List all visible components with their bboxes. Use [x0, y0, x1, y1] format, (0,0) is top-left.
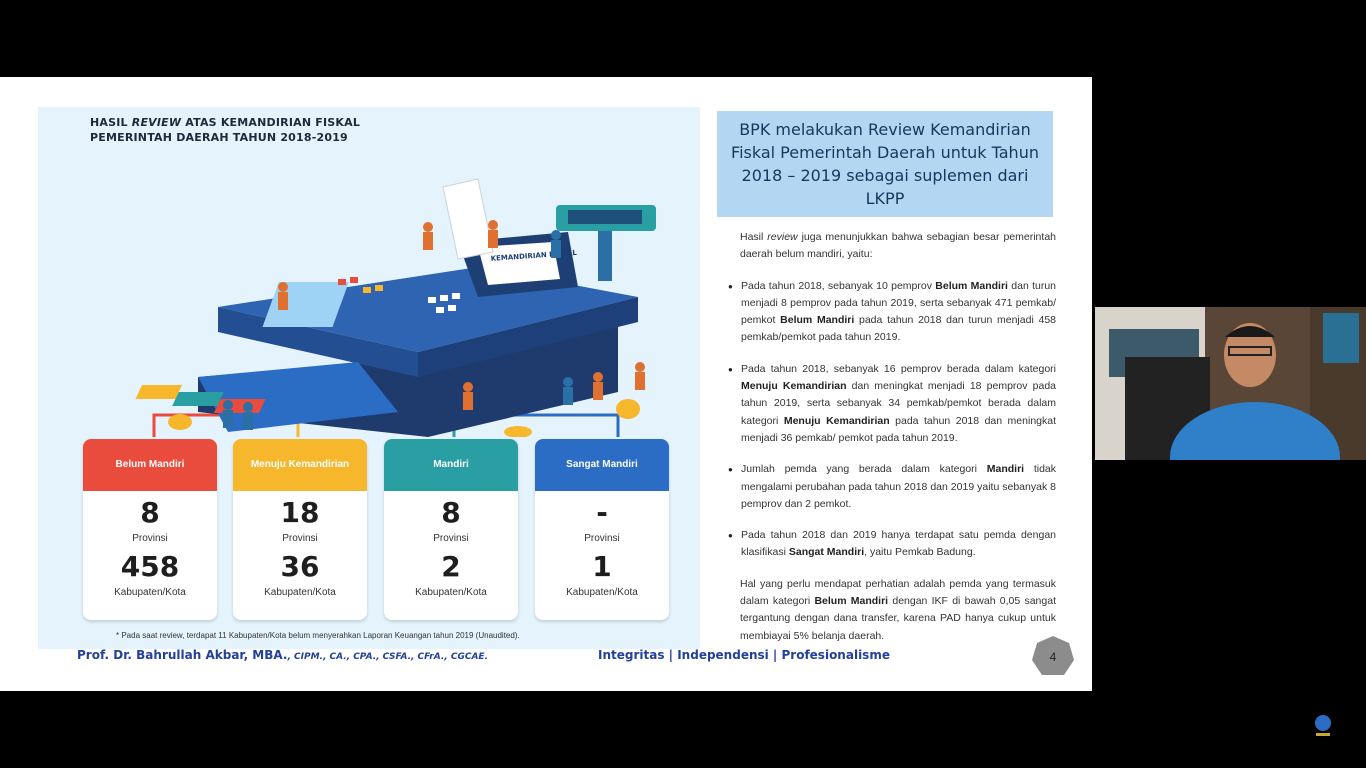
bpk-logo-icon: [1308, 711, 1338, 741]
card-body: 18 Provinsi 36 Kabupaten/Kota: [233, 495, 367, 620]
card-body: 8 Provinsi 458 Kabupaten/Kota: [83, 495, 217, 620]
infographic-footnote: * Pada saat review, terdapat 11 Kabupate…: [116, 631, 520, 640]
page-number: 4: [1049, 650, 1057, 664]
kabkota-count: 2: [441, 550, 461, 583]
presenter-qualifications: , CIPM., CA., CPA., CSFA., CFrA., CGCAE.: [287, 652, 488, 662]
kabkota-count: 36: [280, 550, 320, 583]
infographic-title: HASIL REVIEW ATAS KEMANDIRIAN FISKAL PEM…: [90, 116, 361, 144]
finding-item: Pada tahun 2018, sebanyak 10 pemprov Bel…: [728, 278, 1056, 347]
card-header: Mandiri: [384, 439, 518, 491]
category-card-mandiri: Mandiri 8 Provinsi 2 Kabupaten/Kota: [384, 439, 518, 620]
kabkota-count: 458: [120, 550, 180, 583]
provinsi-label: Provinsi: [282, 533, 318, 544]
presenter-name: Prof. Dr. Bahrullah Akbar, MBA.: [77, 648, 288, 662]
provinsi-label: Provinsi: [433, 533, 469, 544]
presenter-credit: Prof. Dr. Bahrullah Akbar, MBA., CIPM., …: [77, 648, 488, 662]
title-italic-word: REVIEW: [131, 116, 182, 129]
provinsi-count: 18: [280, 496, 320, 529]
presenter-video-feed: [1095, 307, 1366, 460]
closing-paragraph: Hal yang perlu mendapat perhatian adalah…: [740, 577, 1056, 642]
card-body: 8 Provinsi 2 Kabupaten/Kota: [384, 495, 518, 620]
kabkota-label: Kabupaten/Kota: [415, 587, 487, 598]
heptagon-icon: [1032, 636, 1074, 675]
provinsi-count: -: [596, 496, 608, 529]
findings-list: Pada tahun 2018, sebanyak 10 pemprov Bel…: [728, 278, 1056, 562]
finding-item: Pada tahun 2018, sebanyak 16 pemprov ber…: [728, 361, 1056, 447]
kabkota-count: 1: [592, 550, 612, 583]
presenter-video-frame: [1095, 307, 1366, 460]
category-card-menuju-kemandirian: Menuju Kemandirian 18 Provinsi 36 Kabupa…: [233, 439, 367, 620]
category-card-belum-mandiri: Belum Mandiri 8 Provinsi 458 Kabupaten/K…: [83, 439, 217, 620]
card-header: Belum Mandiri: [83, 439, 217, 491]
kabkota-label: Kabupaten/Kota: [566, 587, 638, 598]
summary-header-box: BPK melakukan Review Kemandirian Fiskal …: [717, 111, 1053, 217]
provinsi-label: Provinsi: [584, 533, 620, 544]
category-card-sangat-mandiri: Sangat Mandiri - Provinsi 1 Kabupaten/Ko…: [535, 439, 669, 620]
presentation-slide: HASIL REVIEW ATAS KEMANDIRIAN FISKAL PEM…: [0, 77, 1092, 691]
card-body: - Provinsi 1 Kabupaten/Kota: [535, 495, 669, 620]
summary-header-text: BPK melakukan Review Kemandirian Fiskal …: [731, 120, 1039, 208]
finding-item: Jumlah pemda yang berada dalam kategori …: [728, 461, 1056, 513]
kabkota-label: Kabupaten/Kota: [264, 587, 336, 598]
page-number-badge: 4: [1031, 635, 1075, 679]
card-header: Menuju Kemandirian: [233, 439, 367, 491]
intro-paragraph: Hasil review juga menunjukkan bahwa seba…: [740, 231, 1056, 261]
provinsi-label: Provinsi: [132, 533, 168, 544]
kabkota-label: Kabupaten/Kota: [114, 587, 186, 598]
provinsi-count: 8: [441, 496, 461, 529]
card-header: Sangat Mandiri: [535, 439, 669, 491]
finding-item: Pada tahun 2018 dan 2019 hanya terdapat …: [728, 527, 1056, 562]
provinsi-count: 8: [140, 496, 160, 529]
infographic-panel: HASIL REVIEW ATAS KEMANDIRIAN FISKAL PEM…: [38, 107, 700, 649]
cash-register-illustration: KEMANDIRIAN FISKAL: [135, 178, 656, 437]
institution-motto: Integritas | Independensi | Profesionali…: [598, 648, 890, 662]
review-findings-text: Hasil review juga menunjukkan bahwa seba…: [728, 229, 1056, 659]
